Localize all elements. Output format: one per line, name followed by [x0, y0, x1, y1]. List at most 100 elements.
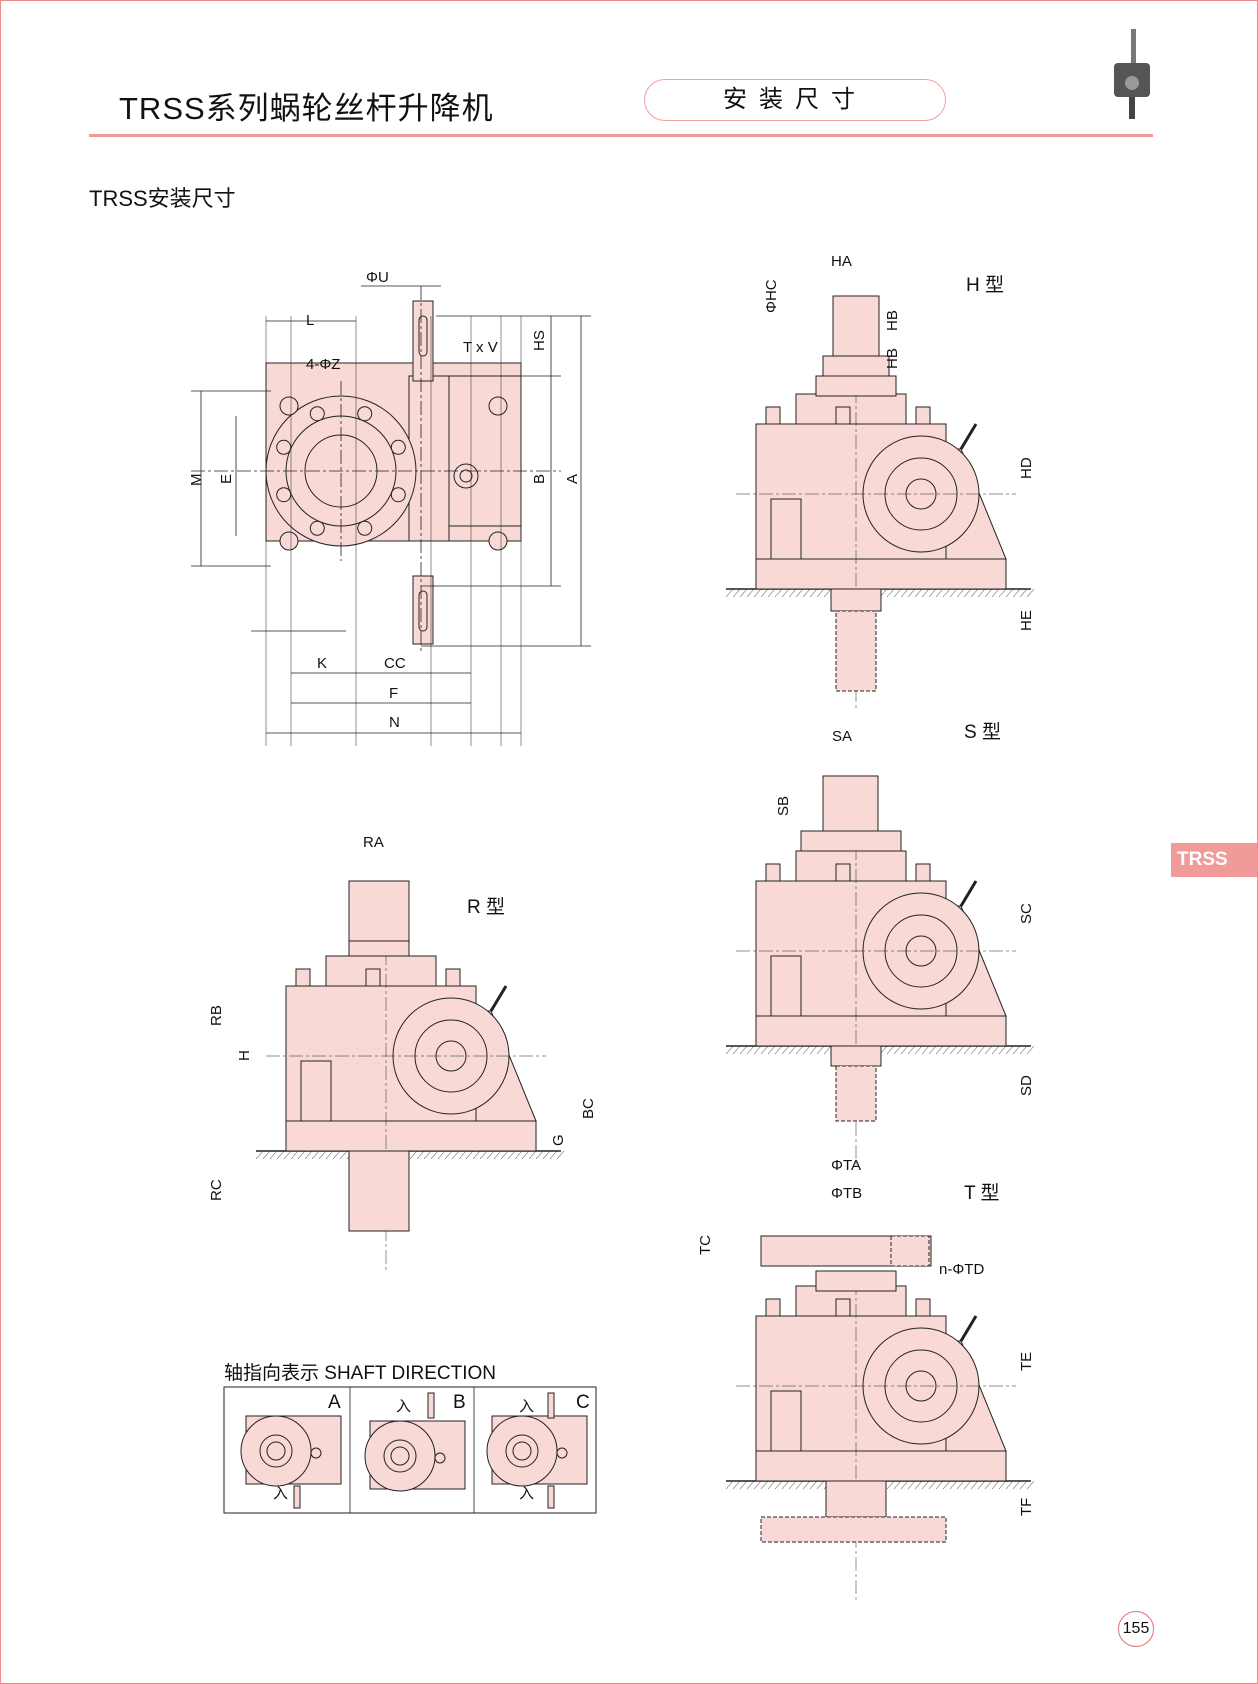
dimension-line — [977, 588, 986, 598]
body-part — [365, 968, 381, 987]
dimension-line — [732, 588, 741, 598]
body-part — [293, 1485, 301, 1509]
dimension-line — [423, 1150, 432, 1160]
dimension-line — [297, 1150, 306, 1160]
dim-rc: RC — [208, 1179, 225, 1201]
dimension-line — [311, 1150, 320, 1160]
dimension-line — [928, 588, 937, 598]
dimension-line — [528, 1150, 537, 1160]
dimension-line — [963, 588, 972, 598]
dimension-line — [886, 1045, 895, 1055]
dimension-line — [1026, 1045, 1035, 1055]
dimension-line — [739, 1045, 748, 1055]
dimension-line — [802, 1045, 811, 1055]
body-part — [547, 1485, 555, 1509]
dimension-line — [1005, 1045, 1014, 1055]
dimension-line — [479, 1150, 488, 1160]
dimension-line — [767, 1045, 776, 1055]
dimension-line — [907, 1045, 916, 1055]
body-part — [445, 968, 461, 987]
circle-part — [309, 520, 325, 536]
dim-z: 4-ΦZ — [306, 356, 340, 373]
dimension-line — [921, 1045, 930, 1055]
body-part — [915, 863, 931, 882]
circle-part — [390, 439, 406, 455]
dimension-line — [781, 1045, 790, 1055]
dimension-line — [739, 588, 748, 598]
dimension-line — [760, 1045, 769, 1055]
dimension-line — [746, 1480, 755, 1490]
dimension-line — [430, 1150, 439, 1160]
dim-hc: ΦHC — [763, 279, 780, 313]
dimension-line — [949, 588, 958, 598]
circle-part — [390, 487, 406, 503]
dimension-line — [732, 1045, 741, 1055]
body-part — [835, 863, 851, 882]
dim-tf: TF — [1018, 1498, 1035, 1516]
page-title: TRSS系列蜗轮丝杆升降机 — [119, 91, 494, 126]
body-part — [325, 955, 437, 987]
circle-part — [488, 531, 508, 551]
dim-u: ΦU — [366, 269, 389, 286]
dimension-line — [255, 1150, 264, 1160]
dimension-line — [774, 1045, 783, 1055]
dim-sd: SD — [1018, 1075, 1035, 1096]
dim-sb: SB — [775, 796, 792, 816]
body-part — [295, 968, 311, 987]
body-part — [348, 880, 410, 942]
dim-ha: HA — [831, 253, 852, 270]
dim-m: M — [188, 474, 205, 487]
dimension-line — [977, 1480, 986, 1490]
dimension-line — [444, 1150, 453, 1160]
dimension-line — [269, 1150, 278, 1160]
dimension-line — [991, 1045, 1000, 1055]
dimension-line — [907, 588, 916, 598]
dimension-line — [823, 588, 832, 598]
body-part — [755, 1450, 1007, 1482]
dim-l: L — [306, 312, 314, 329]
dimension-line — [942, 1045, 951, 1055]
dimension-line — [998, 1480, 1007, 1490]
dimension-line — [942, 1480, 951, 1490]
dimension-line — [753, 1045, 762, 1055]
body-part — [822, 355, 890, 377]
body-part — [770, 498, 802, 560]
body-part — [815, 375, 897, 397]
dimension-line — [451, 1150, 460, 1160]
dimension-line — [493, 1150, 502, 1160]
body-part — [348, 940, 410, 957]
side-tab-trss[interactable]: TRSS — [1171, 843, 1257, 877]
dim-he: HE — [1018, 610, 1035, 631]
body-part — [795, 850, 907, 882]
dimension-line — [928, 1045, 937, 1055]
dimension-line — [935, 588, 944, 598]
dimension-line — [489, 985, 508, 1012]
dim-sa: SA — [832, 728, 852, 745]
dimension-line — [325, 1150, 334, 1160]
panel-c-input: 入 — [519, 1398, 534, 1415]
body-part — [418, 315, 428, 357]
dimension-line — [991, 588, 1000, 598]
dimension-line — [893, 588, 902, 598]
circle-part — [279, 531, 299, 551]
dim-h: H — [236, 1050, 253, 1061]
dimension-line — [886, 588, 895, 598]
circle-part — [556, 1447, 568, 1459]
body-part — [440, 375, 522, 527]
dimension-line — [816, 1480, 825, 1490]
dim-e: E — [218, 474, 235, 484]
dimension-line — [753, 1480, 762, 1490]
r-type-title: R 型 — [467, 896, 505, 918]
body-part — [822, 775, 879, 832]
dimension-line — [998, 1045, 1007, 1055]
dimension-line — [1019, 1045, 1028, 1055]
circle-part — [310, 1447, 322, 1459]
dimension-line — [290, 1150, 299, 1160]
dimension-line — [332, 1150, 341, 1160]
dimension-line — [1012, 588, 1021, 598]
dimension-line — [914, 588, 923, 598]
circle-part — [512, 1441, 532, 1461]
dimension-line — [535, 1150, 544, 1160]
dimension-line — [956, 588, 965, 598]
